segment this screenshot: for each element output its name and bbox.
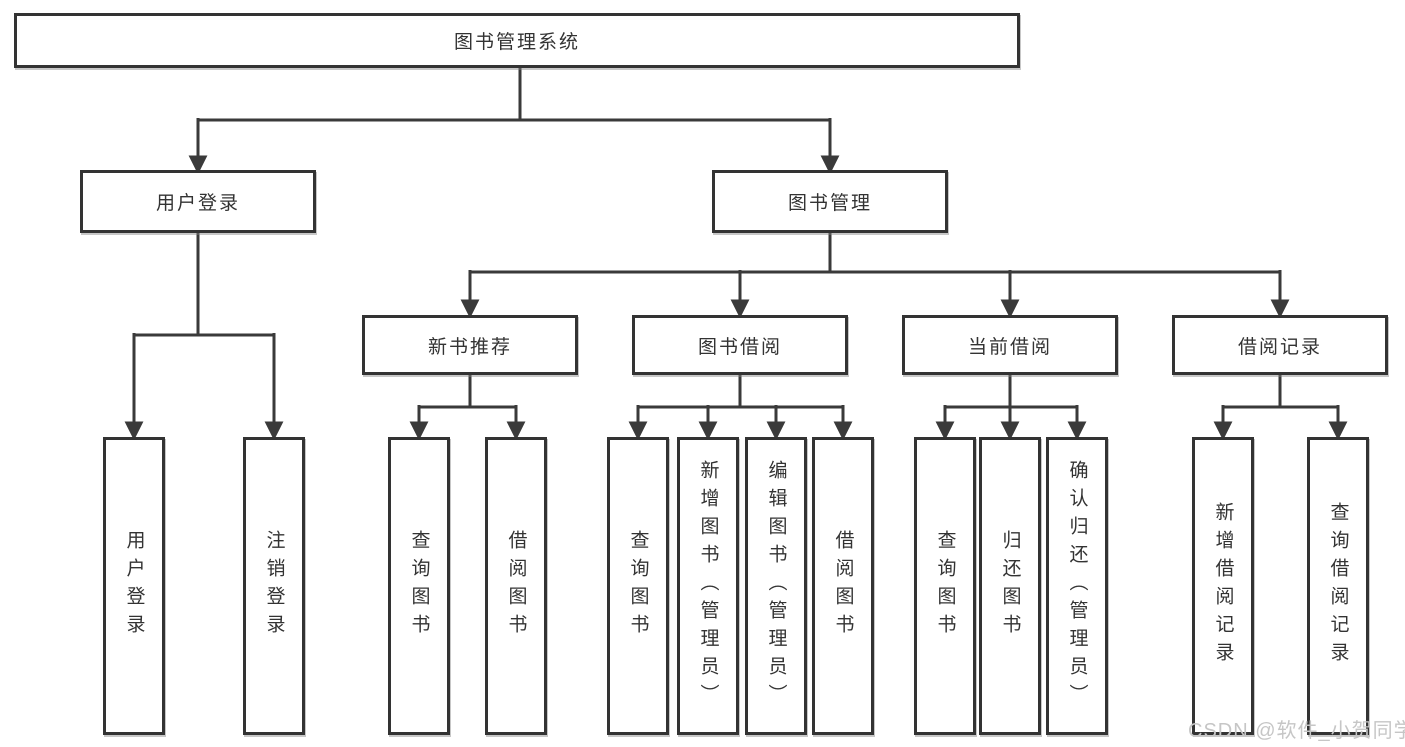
node-label: 查询图书 <box>627 530 649 642</box>
connector-new-book-branch <box>409 373 526 441</box>
leaf-borrow-books-recommend: 借阅图书 <box>485 437 547 735</box>
leaf-confirm-return-admin: 确认归还（管理员） <box>1046 437 1108 735</box>
node-label: 图书借阅 <box>697 336 782 358</box>
arrow-down-icon <box>698 421 718 441</box>
arrow-down-icon <box>1067 421 1087 441</box>
arrow-down-icon <box>188 155 208 175</box>
node-label: 确认归还（管理员） <box>1066 460 1088 712</box>
arrow-down-icon <box>1270 299 1290 319</box>
node-label: 图书管理 <box>787 193 872 214</box>
node-label: 新书推荐 <box>427 336 512 358</box>
node-user-login: 用户登录 <box>80 170 316 233</box>
leaf-logout: 注销登录 <box>243 437 305 735</box>
node-label: 归还图书 <box>999 530 1021 642</box>
arrow-down-icon <box>820 155 840 175</box>
arrow-down-icon <box>935 421 955 441</box>
node-book-borrow: 图书借阅 <box>632 315 848 375</box>
arrow-down-icon <box>264 421 284 441</box>
node-label: 借阅图书 <box>505 530 527 642</box>
leaf-borrow-books: 借阅图书 <box>812 437 874 735</box>
arrow-down-icon <box>766 421 786 441</box>
node-label: 用户登录 <box>123 530 145 642</box>
arrow-down-icon <box>1000 421 1020 441</box>
arrow-down-icon <box>506 421 526 441</box>
arrow-down-icon <box>833 421 853 441</box>
node-label: 查询图书 <box>408 530 430 642</box>
arrow-down-icon <box>628 421 648 441</box>
arrow-down-icon <box>124 421 144 441</box>
node-label: 用户登录 <box>155 193 240 214</box>
connector-borrow-records-branch <box>1213 373 1348 441</box>
watermark: CSDN @软件_小贺同学 <box>1188 720 1405 742</box>
leaf-return-books: 归还图书 <box>979 437 1041 735</box>
connector-current-borrow-branch <box>935 373 1087 441</box>
leaf-user-login: 用户登录 <box>103 437 165 735</box>
node-label: 编辑图书（管理员） <box>765 460 787 712</box>
leaf-query-borrow-record: 查询借阅记录 <box>1307 437 1369 735</box>
leaf-edit-book-admin: 编辑图书（管理员） <box>745 437 807 735</box>
leaf-query-books-recommend: 查询图书 <box>388 437 450 735</box>
connector-root-to-level2 <box>188 66 840 175</box>
node-label: 借阅记录 <box>1237 336 1322 358</box>
leaf-add-borrow-record: 新增借阅记录 <box>1192 437 1254 735</box>
node-borrow-records: 借阅记录 <box>1172 315 1388 375</box>
arrow-down-icon <box>409 421 429 441</box>
node-label: 当前借阅 <box>967 336 1052 358</box>
arrow-down-icon <box>1000 299 1020 319</box>
connector-user-login-branch <box>124 231 284 441</box>
arrow-down-icon <box>1213 421 1233 441</box>
node-label: 查询借阅记录 <box>1327 502 1349 670</box>
connector-book-management-branch <box>460 231 1290 319</box>
node-label: 注销登录 <box>263 530 285 642</box>
leaf-query-books-current: 查询图书 <box>914 437 976 735</box>
node-library-management-system: 图书管理系统 <box>14 13 1020 68</box>
leaf-query-books-borrow: 查询图书 <box>607 437 669 735</box>
arrow-down-icon <box>460 299 480 319</box>
leaf-add-book-admin: 新增图书（管理员） <box>677 437 739 735</box>
node-current-borrow: 当前借阅 <box>902 315 1118 375</box>
node-label: 查询图书 <box>934 530 956 642</box>
node-label: 新增借阅记录 <box>1212 502 1234 670</box>
node-label: 图书管理系统 <box>453 32 580 53</box>
arrow-down-icon <box>1328 421 1348 441</box>
arrow-down-icon <box>730 299 750 319</box>
node-label: 新增图书（管理员） <box>697 460 719 712</box>
connector-book-borrow-branch <box>628 373 853 441</box>
node-book-management: 图书管理 <box>712 170 948 233</box>
node-label: 借阅图书 <box>832 530 854 642</box>
node-new-book-recommend: 新书推荐 <box>362 315 578 375</box>
